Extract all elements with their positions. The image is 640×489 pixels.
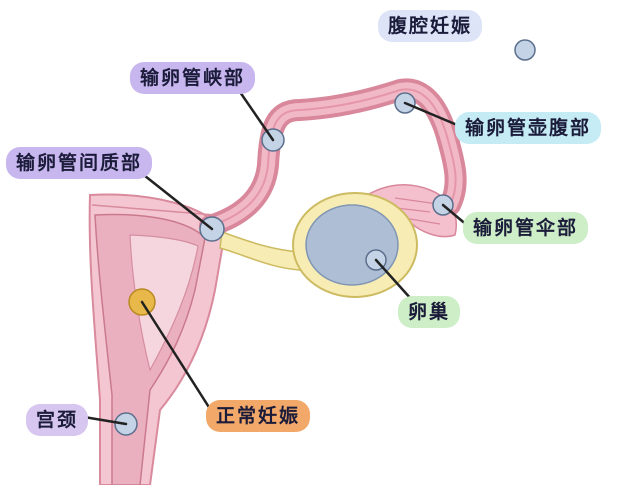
ovarian-ligament bbox=[219, 230, 301, 271]
label-abdominal-pregnancy: 腹腔妊娠 bbox=[378, 10, 483, 42]
label-isthmic: 输卵管峡部 bbox=[130, 62, 256, 94]
label-ovary: 卵巢 bbox=[398, 296, 461, 328]
label-normal-pregnancy: 正常妊娠 bbox=[206, 400, 311, 432]
fallopian-tube-center bbox=[209, 88, 457, 227]
ovary-inner bbox=[305, 204, 399, 286]
abdominal-site bbox=[514, 39, 536, 61]
label-fimbrial: 输卵管伞部 bbox=[463, 212, 589, 244]
label-cervix: 宫颈 bbox=[26, 404, 89, 436]
uterus-top-edge bbox=[91, 204, 216, 216]
label-interstitial: 输卵管间质部 bbox=[6, 147, 153, 179]
label-ampullary: 输卵管壶腹部 bbox=[455, 112, 602, 144]
